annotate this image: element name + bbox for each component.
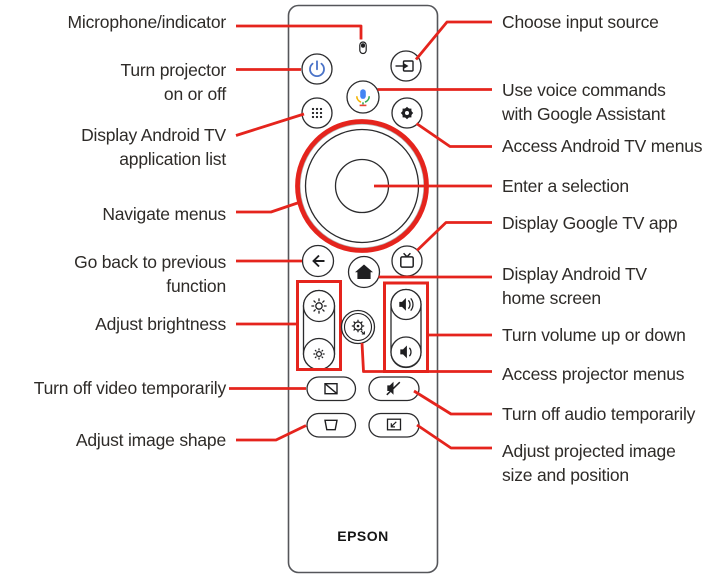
callout-label-back: Go back to previous function [74, 252, 226, 296]
callout-label-projector-menu: Access projector menus [502, 364, 685, 384]
volume-up-button[interactable] [390, 288, 422, 321]
brightness-up-button[interactable] [302, 289, 336, 323]
input-source-icon [395, 60, 414, 72]
apps-button[interactable] [301, 97, 333, 129]
callout-label-keystone: Adjust image shape [75, 430, 226, 450]
keystone-button[interactable] [306, 412, 357, 438]
callout-line-input [414, 20, 492, 61]
callout-label-microphone: Microphone/indicator [67, 12, 227, 32]
sun-small-icon [313, 348, 325, 360]
brightness-rocker[interactable] [302, 289, 336, 371]
callout-line-google-tv [416, 221, 492, 252]
gear-icon [400, 106, 414, 120]
callout-label-image-size: Adjust projected image size and position [502, 441, 676, 485]
volume-rocker[interactable] [390, 288, 422, 369]
callout-label-enter: Enter a selection [502, 176, 629, 196]
speaker-muted-icon [386, 381, 401, 396]
power-button[interactable] [301, 53, 333, 85]
apps-grid-icon [311, 107, 323, 119]
callout-label-input: Choose input source [502, 12, 659, 32]
image-shift-icon [386, 418, 402, 431]
callout-label-navigate: Navigate menus [102, 204, 226, 224]
voice-button[interactable] [346, 80, 380, 114]
callout-line-settings [415, 122, 492, 148]
gear-arrow-icon [351, 319, 365, 335]
projector-menu-button[interactable] [340, 309, 376, 345]
callout-label-brightness: Adjust brightness [95, 314, 226, 334]
callout-label-apps: Display Android TV application list [81, 125, 226, 169]
keystone-icon [324, 419, 338, 431]
home-icon [355, 264, 373, 279]
back-button[interactable] [301, 244, 335, 278]
blank-screen-icon [324, 383, 338, 395]
brand-logo: EPSON [337, 528, 389, 544]
callout-line-audio-mute [413, 389, 492, 416]
callout-label-home: Display Android TV home screen [502, 264, 647, 308]
callout-label-settings: Access Android TV menus [502, 136, 703, 156]
home-button[interactable] [347, 255, 381, 289]
microphone-hole-icon [359, 41, 367, 55]
input-source-button[interactable] [390, 50, 422, 82]
settings-button[interactable] [391, 97, 423, 129]
callout-line-image-size [416, 423, 492, 450]
speaker-loud-icon [399, 297, 414, 312]
back-arrow-icon [312, 254, 325, 268]
callout-line-microphone [236, 24, 363, 40]
callout-label-voice: Use voice commands with Google Assistant [502, 80, 666, 124]
image-size-button[interactable] [368, 412, 420, 438]
brightness-down-button[interactable] [302, 337, 336, 371]
callout-label-power: Turn projector on or off [120, 60, 227, 104]
callout-label-audio-mute: Turn off audio temporarily [502, 404, 696, 424]
brightness-highlight-box [296, 280, 342, 371]
callout-line-projector-menu [360, 342, 492, 373]
callout-label-google-tv: Display Google TV app [502, 213, 678, 233]
sun-large-icon [311, 298, 327, 314]
callout-line-keystone [236, 424, 307, 442]
audio-mute-button[interactable] [368, 376, 420, 402]
google-tv-button[interactable] [391, 245, 423, 277]
callout-lines [229, 20, 492, 450]
callout-label-volume: Turn volume up or down [502, 325, 686, 345]
google-mic-icon [355, 89, 371, 107]
callout-line-navigate [236, 201, 300, 214]
video-mute-button[interactable] [306, 376, 357, 402]
tv-icon [400, 252, 414, 268]
speaker-low-icon [400, 345, 412, 359]
callout-line-apps [235, 112, 305, 137]
power-icon [309, 60, 325, 78]
callout-label-video-mute: Turn off video temporarily [33, 378, 226, 398]
